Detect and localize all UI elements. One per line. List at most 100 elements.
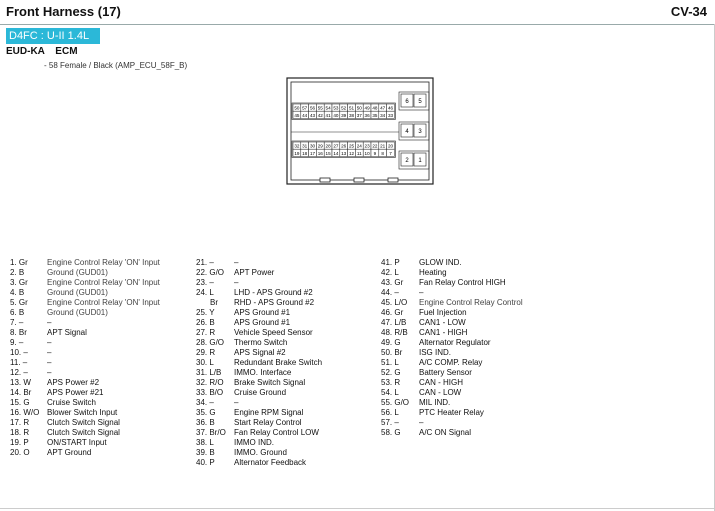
pin-description: APT Ground — [47, 448, 92, 457]
pin-number: 15. G — [10, 398, 30, 407]
pin-label: 18 — [302, 151, 308, 156]
pin-description: LHD - APS Ground #2 — [234, 288, 313, 297]
pin-label: 52 — [341, 106, 347, 111]
pin-row: 34. –– — [196, 398, 376, 408]
pin-description: Cruise Ground — [234, 388, 287, 397]
pin-label: 21 — [380, 144, 386, 149]
pin-label: 16 — [318, 151, 324, 156]
pin-label: 51 — [349, 106, 355, 111]
pin-label: 55 — [318, 106, 324, 111]
side-pin-cell — [400, 123, 414, 138]
pin-description: Ground (GUD01) — [47, 288, 108, 297]
side-pin-frame — [398, 91, 430, 111]
pin-label: 43 — [310, 113, 316, 118]
pin-label: 39 — [341, 113, 347, 118]
pin-label: 10 — [365, 151, 371, 156]
pin-cell — [386, 148, 395, 157]
pin-description: APS Ground #1 — [234, 318, 291, 327]
pin-description: CAN - LOW — [419, 388, 462, 397]
engine-badge: D4FC : U-II 1.4L — [6, 28, 100, 44]
page-title: Front Harness (17) — [6, 4, 121, 19]
pin-number: 57. – — [381, 418, 399, 427]
pin-description: – — [234, 278, 239, 287]
pin-description: IMMO IND. — [234, 438, 274, 447]
pin-description: – — [47, 318, 52, 327]
pin-number: 41. P — [381, 258, 400, 267]
pin-label: 34 — [380, 113, 386, 118]
pin-description: IMMO. Interface — [234, 368, 292, 377]
pin-label: 15 — [326, 151, 332, 156]
pin-number: 1. Gr — [10, 258, 28, 267]
pin-description: RHD - APS Ground #2 — [234, 298, 315, 307]
pin-row: 31. L/B IMMO. Interface — [196, 368, 376, 378]
pin-description: CAN1 - LOW — [419, 318, 466, 327]
connector-tab — [353, 177, 365, 183]
pin-number: 56. L — [381, 408, 399, 417]
pin-description: MIL IND. — [419, 398, 451, 407]
pin-description: – — [419, 288, 424, 297]
pin-number: 32. R/O — [196, 378, 224, 387]
pin-number: 24. L — [196, 288, 214, 297]
pin-block — [291, 140, 396, 158]
pin-number: Br — [210, 298, 218, 307]
pin-description: Redundant Brake Switch — [234, 358, 323, 367]
pin-number: 7. – — [10, 318, 24, 327]
pin-description: – — [47, 358, 52, 367]
side-pin-label: 4 — [405, 129, 409, 135]
pin-description: GLOW IND. — [419, 258, 462, 267]
pin-label: 27 — [333, 144, 339, 149]
pin-label: 9 — [374, 151, 377, 156]
side-pin-cell — [400, 152, 414, 167]
pin-description: Engine Control Relay 'ON' Input — [47, 278, 160, 287]
pin-description: Engine RPM Signal — [234, 408, 304, 417]
side-pin-label: 6 — [405, 99, 409, 105]
pin-row: 21. –– — [196, 258, 376, 268]
pin-number: 26. B — [196, 318, 215, 327]
pin-description: Heating — [419, 268, 447, 277]
pin-label: 7 — [389, 151, 392, 156]
side-pin-label: 1 — [418, 158, 422, 164]
pin-label: 36 — [365, 113, 371, 118]
pin-description: APS Power #21 — [47, 388, 104, 397]
side-pin-cell — [413, 152, 427, 167]
pin-number: 23. – — [196, 278, 214, 287]
pin-number: 51. L — [381, 358, 399, 367]
pin-description: IMMO. Ground — [234, 448, 287, 457]
pin-label: 23 — [365, 144, 371, 149]
pin-number: 34. – — [196, 398, 214, 407]
pin-description: Alternator Feedback — [234, 458, 307, 467]
pin-label: 30 — [310, 144, 316, 149]
pin-number: 50. Br — [381, 348, 403, 357]
pin-number: 19. P — [10, 438, 29, 447]
pin-label: 56 — [310, 106, 316, 111]
pin-label: 57 — [302, 106, 308, 111]
pin-number: 42. L — [381, 268, 399, 277]
pin-number: 58. G — [381, 428, 401, 437]
pin-number: 31. L/B — [196, 368, 222, 377]
pin-number: 28. G/O — [196, 338, 225, 347]
pin-number: 20. O — [10, 448, 30, 457]
pin-description: Brake Switch Signal — [234, 378, 306, 387]
pin-description: Ground (GUD01) — [47, 268, 108, 277]
pin-number: 49. G — [381, 338, 401, 347]
pin-description: APT Power — [234, 268, 275, 277]
pin-label: 11 — [357, 151, 362, 156]
